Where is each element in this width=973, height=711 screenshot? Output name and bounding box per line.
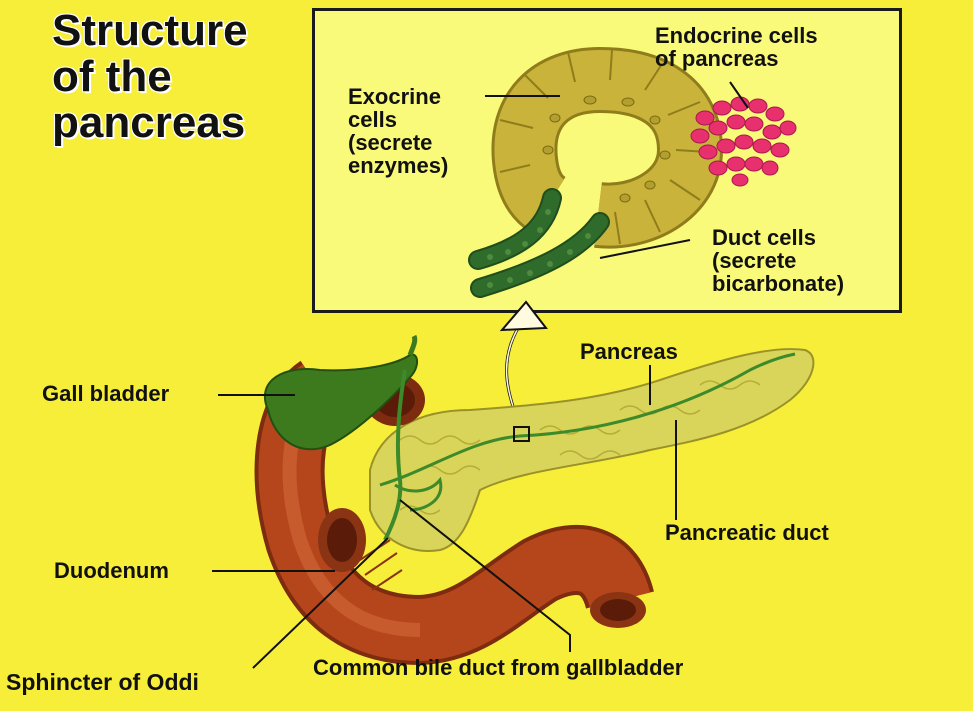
pancreas-label: Pancreas <box>580 340 678 363</box>
duct-cells-label: Duct cells (secrete bicarbonate) <box>712 226 844 295</box>
common-bile-duct-label: Common bile duct from gallbladder <box>313 656 683 679</box>
gall-bladder-label: Gall bladder <box>42 382 169 405</box>
sphincter-of-oddi-label: Sphincter of Oddi <box>6 670 199 694</box>
exocrine-cells-label: Exocrine cells (secrete enzymes) <box>348 85 448 177</box>
duodenum-label: Duodenum <box>54 559 169 582</box>
endocrine-cells-label: Endocrine cells of pancreas <box>655 24 818 70</box>
duct-tube <box>478 198 600 288</box>
pancreatic-duct-label: Pancreatic duct <box>665 521 829 544</box>
